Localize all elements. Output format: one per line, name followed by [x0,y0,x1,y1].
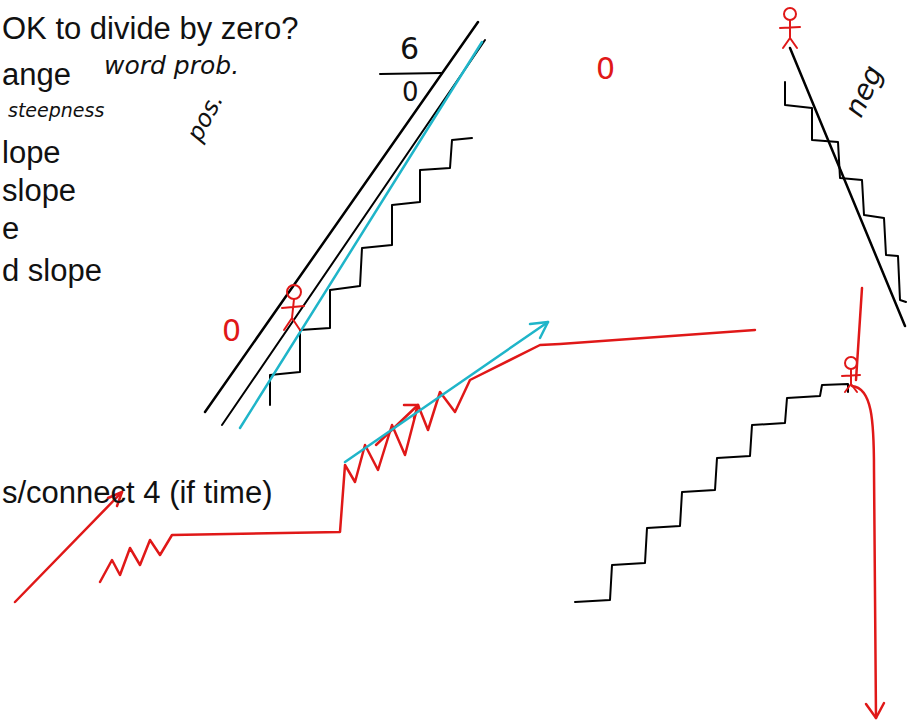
arrowhead [530,322,548,338]
staircase [270,138,472,405]
slope-line [205,22,478,412]
agenda-item: d slope [2,254,102,288]
staircase [785,82,906,302]
arrowhead [866,703,884,718]
agenda-item: ange [2,58,71,92]
staircase [575,384,848,602]
handwritten-note: word prob. [104,52,239,80]
slope-note: pos. [182,89,229,146]
path-line [100,330,755,582]
agenda-item: OK to divide by zero? [2,12,298,46]
zero-slope-mark: 0 [222,314,241,347]
slope-line [345,322,548,462]
fraction-numerator: 6 [400,32,419,65]
slope-note: neg [839,61,889,122]
fraction-bar [380,73,442,74]
handwritten-note: steepness [8,100,104,121]
zero-slope-mark: 0 [596,52,615,85]
slope-line [790,48,905,326]
agenda-item: slope [2,174,76,208]
slope-line [222,40,485,425]
stick-figure [780,8,800,48]
agenda-item: lope [2,136,61,170]
slope-line [240,42,482,428]
agenda-item: s/connect 4 (if time) [2,476,272,510]
fraction-denominator: 0 [402,78,419,107]
agenda-item: e [2,212,19,246]
fall-line [852,386,876,718]
stick-figure [282,285,304,330]
